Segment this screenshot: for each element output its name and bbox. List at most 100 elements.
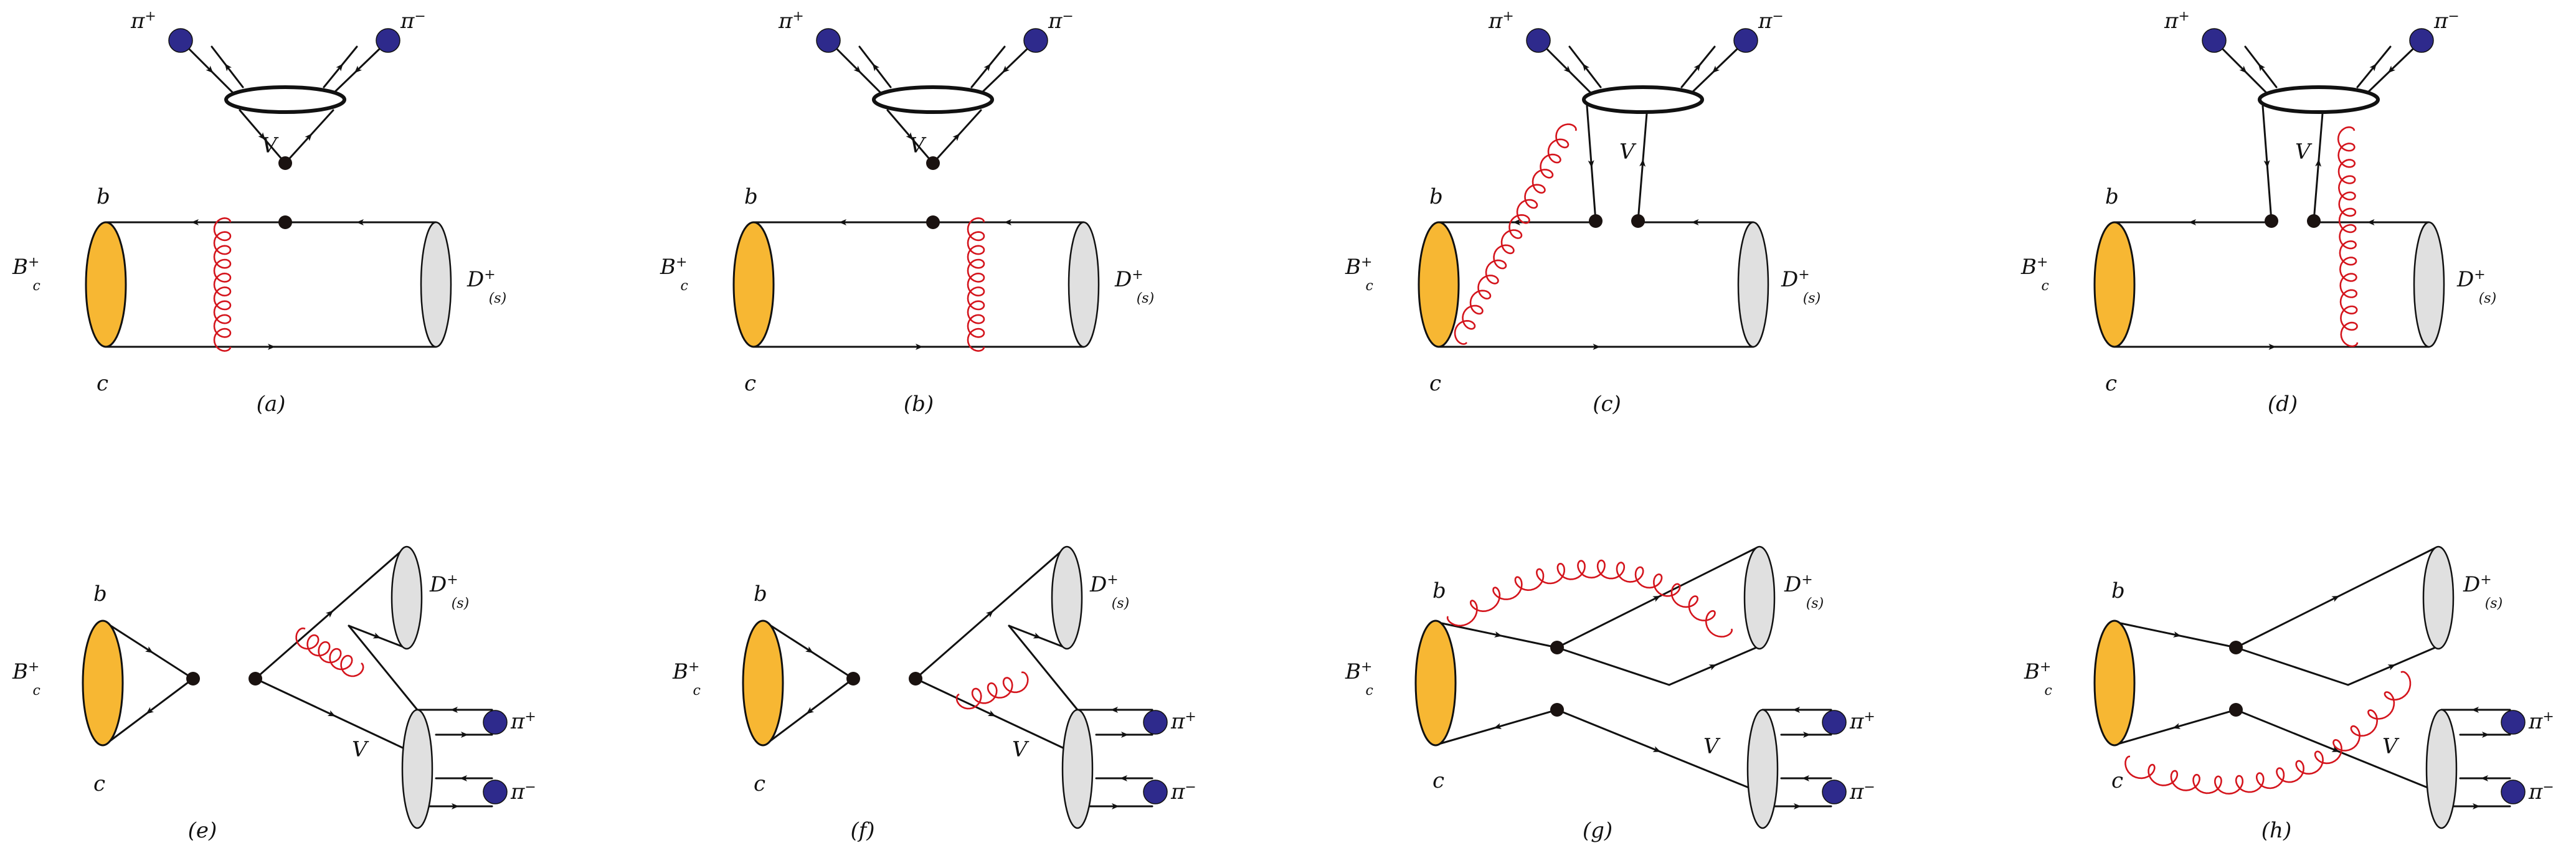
pion-blob bbox=[1526, 28, 1551, 53]
pion-blob bbox=[1023, 28, 1048, 53]
pion-blob bbox=[168, 28, 193, 53]
quark-line bbox=[833, 45, 883, 95]
quark-line bbox=[1556, 646, 1670, 686]
quark-line bbox=[914, 677, 1069, 752]
quark-line bbox=[1437, 709, 1558, 745]
pion-blob bbox=[816, 28, 841, 53]
gluon-line bbox=[2337, 126, 2359, 347]
b-quark-label: b bbox=[744, 184, 758, 209]
d-meson-label: D+(s) bbox=[2463, 572, 2503, 612]
pi-minus-label: π− bbox=[400, 9, 426, 34]
vertex-dot bbox=[1631, 214, 1645, 228]
quark-line bbox=[2116, 709, 2237, 745]
quark-line bbox=[1680, 45, 1716, 88]
bc-meson-blob bbox=[742, 620, 784, 747]
bc-meson-blob bbox=[732, 221, 775, 348]
quark-line bbox=[980, 45, 1031, 95]
d-meson-blob bbox=[391, 545, 423, 650]
quark-line bbox=[186, 45, 235, 95]
quark-line bbox=[2235, 709, 2436, 792]
b-quark-label: b bbox=[93, 582, 107, 606]
v-label: V bbox=[2295, 139, 2313, 164]
d-meson-blob bbox=[2413, 221, 2445, 348]
quark-line bbox=[1690, 45, 1741, 95]
pi-plus-label: π+ bbox=[1170, 709, 1196, 735]
bc-meson-label: B+c bbox=[1345, 659, 1373, 699]
bc-meson-blob bbox=[2093, 221, 2136, 348]
b-quark-label: b bbox=[754, 582, 767, 606]
v-label: V bbox=[1703, 734, 1721, 759]
quark-line bbox=[2347, 646, 2436, 686]
pi-minus-label: π− bbox=[1849, 780, 1875, 805]
d-meson-label: D+(s) bbox=[429, 572, 469, 612]
bc-meson-label: B+c bbox=[2024, 659, 2052, 699]
pi-plus-label: π+ bbox=[778, 9, 804, 34]
v-label: V bbox=[2382, 734, 2400, 759]
vertex-dot bbox=[846, 672, 860, 686]
b-quark-label: b bbox=[1429, 184, 1443, 209]
diagram-caption: (c) bbox=[1593, 392, 1621, 417]
pion-blob bbox=[483, 780, 508, 804]
d-meson-blob bbox=[2425, 709, 2458, 829]
vertex-dot bbox=[249, 672, 262, 686]
c-quark-label: c bbox=[2111, 768, 2123, 793]
quark-line bbox=[2313, 105, 2324, 222]
d-meson-label: D+(s) bbox=[1781, 267, 1821, 307]
diagram-caption: (f) bbox=[850, 818, 874, 843]
bc-meson-blob bbox=[85, 221, 127, 348]
c-quark-label: c bbox=[744, 371, 756, 396]
gluon-line bbox=[1454, 123, 1577, 345]
pion-blob bbox=[2501, 710, 2526, 735]
c-quark-label: c bbox=[97, 371, 108, 396]
vertex-dot bbox=[2229, 641, 2243, 654]
vertex-dot bbox=[2265, 214, 2278, 228]
bc-meson-label: B+c bbox=[660, 255, 688, 295]
diagram-caption: (d) bbox=[2268, 392, 2298, 417]
pion-blob bbox=[1733, 28, 1758, 53]
pion-blob bbox=[376, 28, 400, 53]
vertex-dot bbox=[2229, 703, 2243, 717]
d-meson-blob bbox=[1051, 545, 1083, 650]
pi-minus-label: π− bbox=[510, 780, 536, 805]
vertex-dot bbox=[278, 215, 292, 229]
c-quark-label: c bbox=[1432, 768, 1444, 793]
d-meson-label: D+(s) bbox=[1784, 572, 1824, 612]
pion-blob bbox=[2202, 28, 2227, 53]
quark-line bbox=[970, 45, 1006, 88]
diagram-caption: (e) bbox=[188, 818, 217, 843]
vertex-dot bbox=[1550, 641, 1564, 654]
v-label: V bbox=[909, 133, 927, 158]
quark-line bbox=[211, 45, 244, 88]
c-quark-label: c bbox=[754, 771, 765, 796]
pion-blob bbox=[2501, 780, 2526, 804]
quark-line bbox=[332, 45, 383, 95]
pi-plus-label: π+ bbox=[2528, 709, 2554, 735]
quark-line bbox=[1668, 646, 1758, 686]
gluon-line bbox=[295, 627, 364, 677]
pion-blob bbox=[1143, 780, 1168, 804]
gluon-line bbox=[955, 671, 1029, 710]
pi-plus-label: π+ bbox=[1849, 709, 1875, 735]
diagram-caption: (g) bbox=[1583, 818, 1612, 843]
d-meson-blob bbox=[1068, 221, 1100, 348]
c-quark-label: c bbox=[93, 771, 105, 796]
quark-line bbox=[1586, 105, 1597, 222]
quark-line bbox=[2235, 547, 2436, 649]
d-meson-blob bbox=[1743, 545, 1776, 650]
bc-meson-label: B+c bbox=[672, 659, 701, 699]
bc-meson-label: B+c bbox=[2020, 255, 2049, 295]
gluon-line bbox=[967, 217, 985, 352]
diagram-caption: (a) bbox=[257, 392, 286, 417]
pi-minus-label: π− bbox=[2433, 9, 2460, 34]
bc-meson-label: B+c bbox=[1345, 255, 1373, 295]
bc-meson-blob bbox=[1414, 620, 1457, 747]
vertex-dot bbox=[278, 156, 292, 170]
b-quark-label: b bbox=[2111, 578, 2125, 603]
bc-meson-blob bbox=[1418, 221, 1460, 348]
quark-line bbox=[932, 109, 982, 164]
quark-line bbox=[914, 547, 1066, 680]
v-label: V bbox=[1619, 139, 1637, 164]
bc-meson-label: B+c bbox=[12, 255, 40, 295]
pi-minus-label: π− bbox=[1170, 780, 1196, 805]
gluon-line bbox=[1446, 559, 1733, 638]
